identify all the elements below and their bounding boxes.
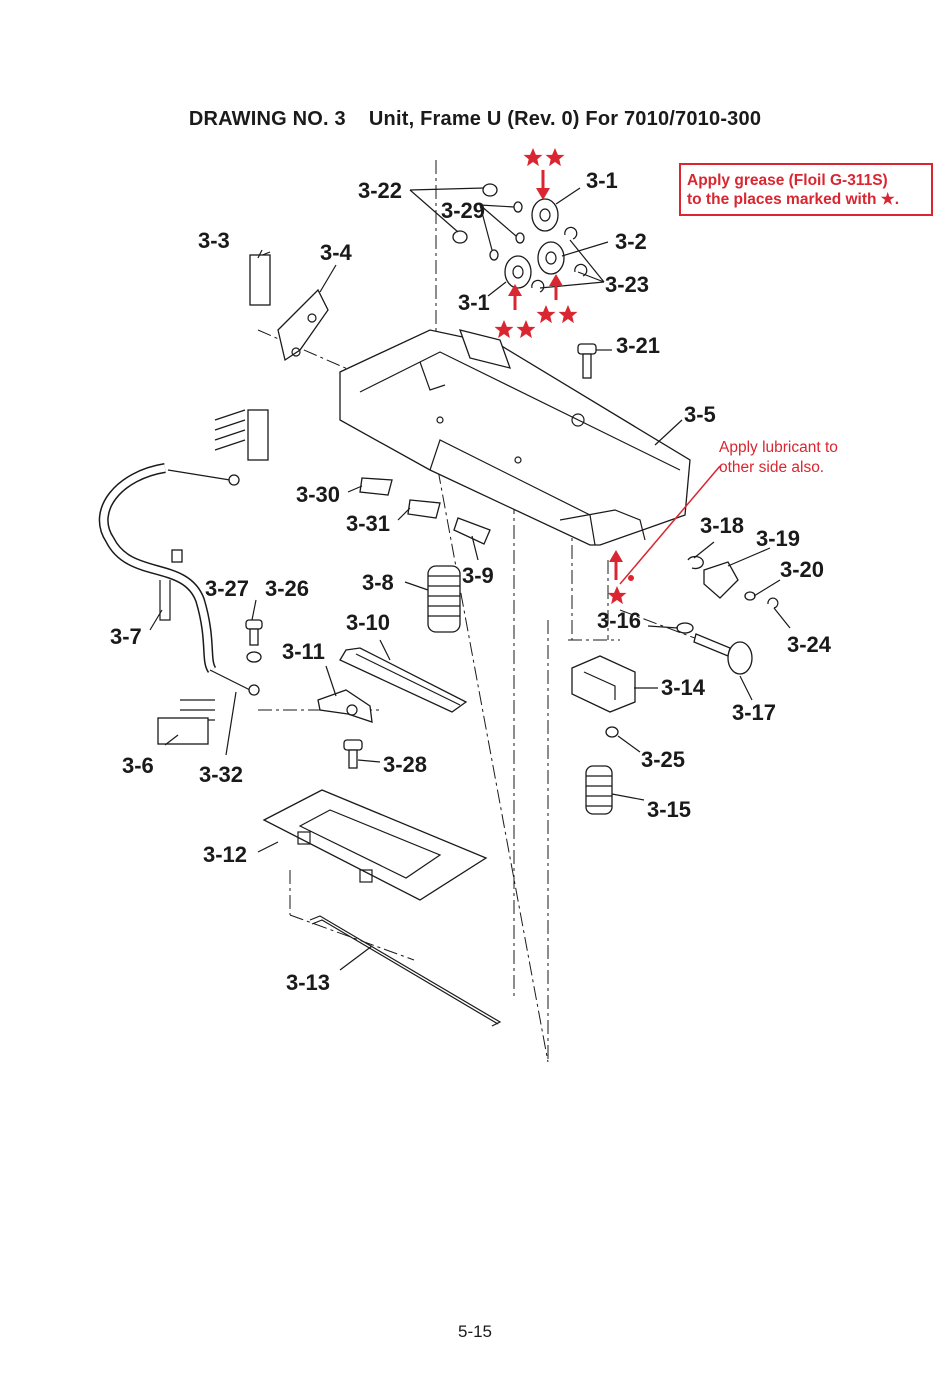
grease-star-icon — [494, 320, 514, 339]
callout-label: 3-1 — [458, 290, 490, 315]
callout-label: 3-29 — [441, 198, 485, 223]
callout-label: 3-14 — [661, 675, 706, 700]
grease-star-icon — [523, 148, 543, 167]
callout-label: 3-24 — [787, 632, 832, 657]
callout-label: 3-3 — [198, 228, 230, 253]
page-number: 5-15 — [457, 1322, 493, 1341]
callout-label: 3-17 — [732, 700, 776, 725]
screw-parts — [245, 343, 597, 769]
callout-label: 3-13 — [286, 970, 330, 995]
callout-label: 3-5 — [684, 402, 716, 427]
callout-label: 3-8 — [362, 570, 394, 595]
grease-note-line1: Apply grease (Floil G-311S) — [687, 172, 888, 189]
cable-harness-parts — [98, 409, 269, 745]
callout-label: 3-20 — [780, 557, 824, 582]
callout-label: 3-19 — [756, 526, 800, 551]
callout-label: 3-26 — [265, 576, 309, 601]
callout-label: 3-31 — [346, 511, 390, 536]
callout-label: 3-6 — [122, 753, 154, 778]
grease-star-icon — [536, 305, 556, 324]
part-callouts: 3-1 3-22 3-29 3-2 3-3 3-4 3-23 3-1 3-21 … — [110, 168, 832, 995]
knob-and-lever-parts — [571, 555, 779, 738]
grease-star-icon — [558, 305, 578, 324]
spring-and-bracket-parts — [249, 251, 329, 362]
tray-part — [262, 789, 488, 901]
drawing-title: DRAWING NO. 3 Unit, Frame U (Rev. 0) For… — [188, 108, 762, 130]
callout-label: 3-30 — [296, 482, 340, 507]
wire-spring-part — [309, 915, 502, 1027]
callout-label: 3-10 — [346, 610, 390, 635]
callout-label: 3-12 — [203, 842, 247, 867]
callout-label: 3-22 — [358, 178, 402, 203]
callout-label: 3-15 — [647, 797, 691, 822]
frame-unit-part — [339, 329, 691, 546]
callout-label: 3-32 — [199, 762, 243, 787]
lubricant-note-line1: Apply lubricant to — [719, 439, 838, 456]
grease-star-icon — [607, 586, 627, 605]
callout-label: 3-1 — [586, 168, 618, 193]
lubricant-note-line2: other side also. — [719, 459, 825, 476]
grease-note-line2: to the places marked with ★. — [687, 191, 900, 208]
pad-parts — [359, 477, 491, 545]
compression-spring-parts — [427, 565, 613, 815]
grease-star-icon — [516, 320, 536, 339]
callout-label: 3-11 — [282, 639, 325, 664]
callout-label: 3-28 — [383, 752, 427, 777]
grease-markers — [494, 148, 721, 605]
gear-parts — [452, 183, 588, 293]
callout-label: 3-2 — [615, 229, 647, 254]
grease-note-box: Apply grease (Floil G-311S) to the place… — [679, 163, 933, 216]
callout-label: 3-18 — [700, 513, 744, 538]
leader-lines — [149, 187, 791, 971]
lubricant-note: Apply lubricant to other side also. — [719, 438, 838, 478]
callout-label: 3-21 — [616, 333, 660, 358]
callout-label: 3-27 — [205, 576, 249, 601]
callout-label: 3-7 — [110, 624, 142, 649]
grease-star-icon — [545, 148, 565, 167]
guide-and-bracket-parts — [317, 647, 468, 723]
callout-label: 3-4 — [320, 240, 353, 265]
callout-label: 3-16 — [597, 608, 641, 633]
callout-label: 3-25 — [641, 747, 685, 772]
callout-label: 3-23 — [605, 272, 649, 297]
callout-label: 3-9 — [462, 563, 494, 588]
